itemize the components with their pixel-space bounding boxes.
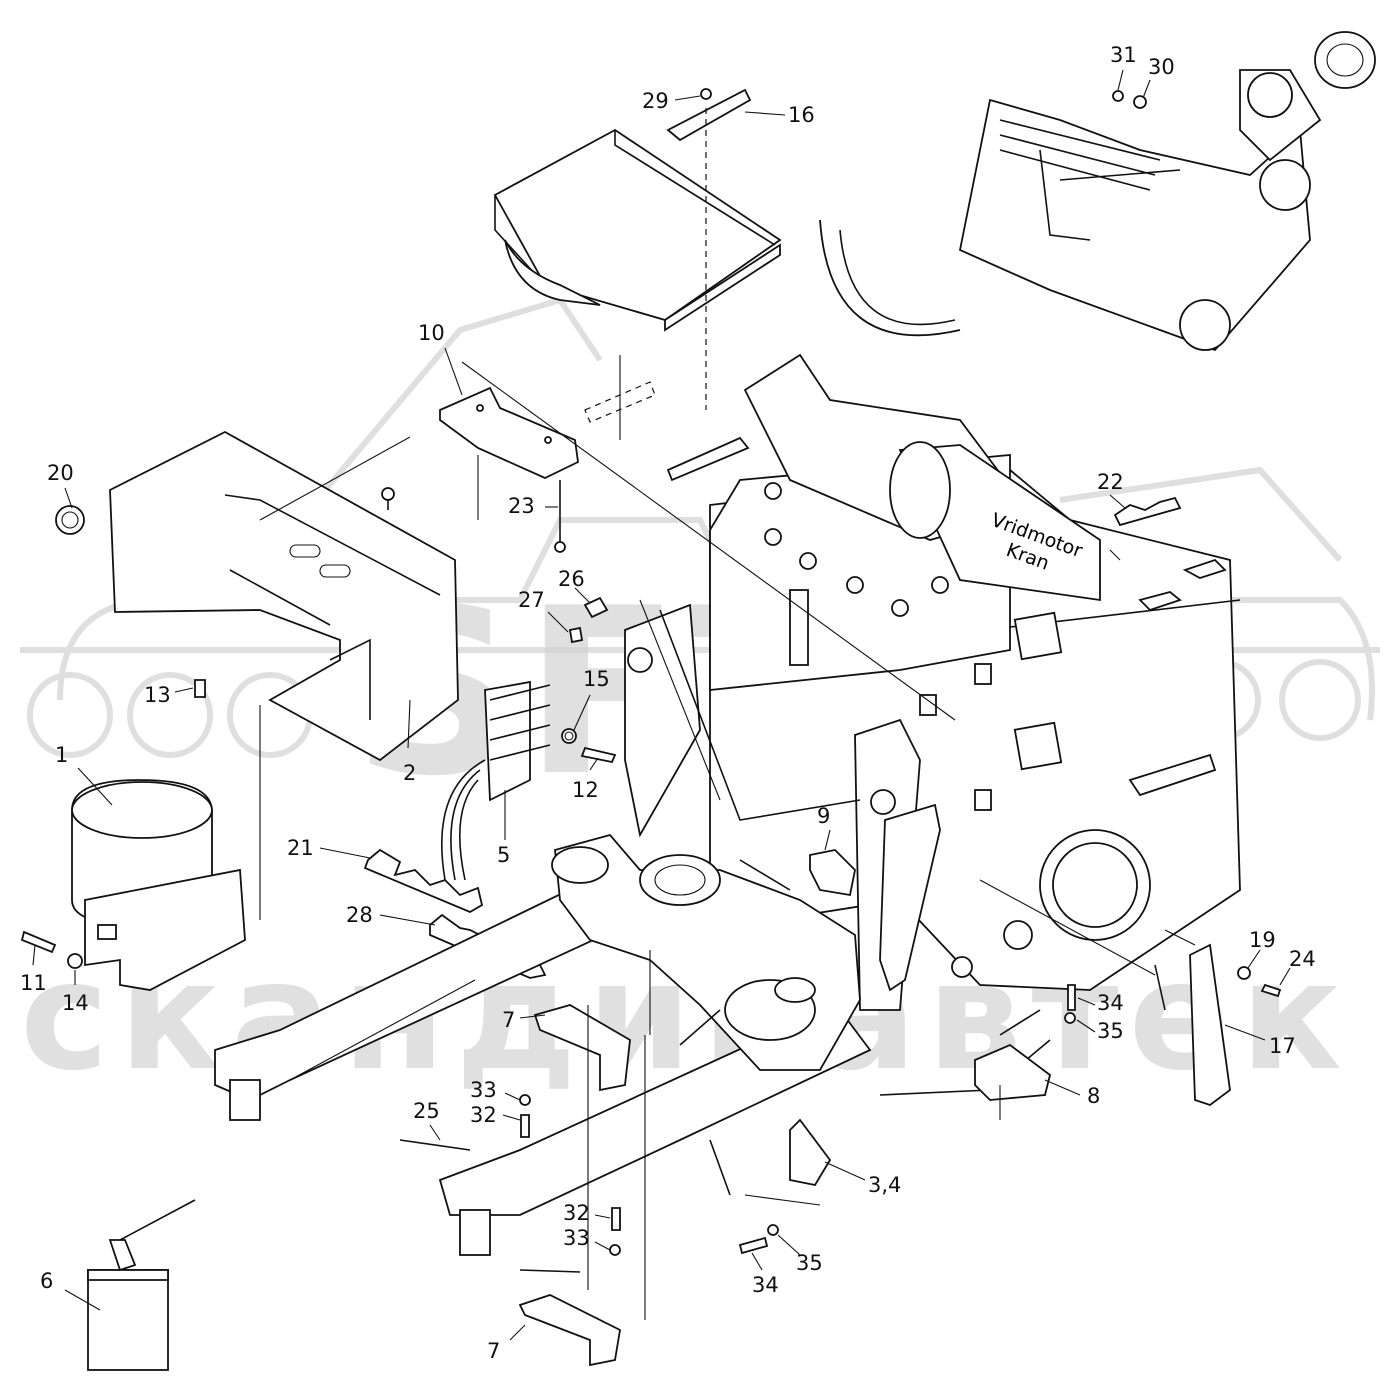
callout-11: 11 — [20, 971, 47, 995]
callout-19: 19 — [1249, 928, 1276, 952]
callout-33b: 33 — [470, 1078, 497, 1102]
callout-1: 1 — [55, 743, 68, 767]
callout-30: 30 — [1148, 55, 1175, 79]
part-17-bar — [1189, 943, 1231, 1107]
callout-24: 24 — [1289, 947, 1316, 971]
callout-35a: 35 — [1097, 1019, 1124, 1043]
callout-7b: 7 — [487, 1339, 500, 1363]
callout-7a: 7 — [502, 1008, 515, 1032]
lower-arm — [214, 803, 941, 1256]
callout-16: 16 — [788, 103, 815, 127]
assembly-lines — [259, 361, 1196, 1320]
part-1-pump — [71, 779, 246, 991]
callout-13: 13 — [144, 683, 171, 707]
inset-detail — [958, 31, 1376, 352]
callout-29: 29 — [642, 89, 669, 113]
callout-27: 27 — [518, 588, 545, 612]
part-10-bracket — [439, 355, 750, 520]
callout-34b: 34 — [752, 1273, 779, 1297]
part-22-clip — [1113, 496, 1227, 612]
callout-6: 6 — [40, 1269, 53, 1293]
callout-32a: 32 — [563, 1201, 590, 1225]
callout-12: 12 — [572, 778, 599, 802]
callout-22: 22 — [1097, 470, 1124, 494]
callout-35b: 35 — [796, 1251, 823, 1275]
callout-34a: 34 — [1097, 991, 1124, 1015]
part-6-grease-gun — [87, 1199, 196, 1371]
cab-box — [493, 128, 782, 332]
part-16-plate — [666, 88, 752, 410]
callout-21: 21 — [287, 836, 314, 860]
slew-motor: Vridmotor Kran — [709, 219, 1101, 691]
fasteners — [20, 480, 1282, 1273]
callout-5: 5 — [497, 843, 510, 867]
callout-14: 14 — [62, 991, 89, 1015]
part-3-4-guard — [789, 1118, 832, 1187]
callout-9: 9 — [817, 804, 830, 828]
callout-10: 10 — [418, 321, 445, 345]
part-21-clip — [363, 848, 484, 914]
callout-8: 8 — [1087, 1084, 1100, 1108]
callout-15: 15 — [583, 667, 610, 691]
part-5-distributor — [441, 680, 551, 881]
callout-3-4: 3,4 — [868, 1173, 901, 1197]
callout-28: 28 — [346, 903, 373, 927]
part-8-guard — [974, 1043, 1052, 1101]
callout-33a: 33 — [563, 1226, 590, 1250]
callout-20: 20 — [47, 461, 74, 485]
leader-lines — [32, 69, 1291, 1341]
part-7-bracket-top — [533, 1004, 631, 1092]
callout-17: 17 — [1269, 1034, 1296, 1058]
callouts: 1 2 3,4 5 6 7 7 8 9 10 11 12 13 14 15 16… — [20, 43, 1316, 1363]
part-7-bracket-bottom — [518, 1294, 621, 1367]
callout-2: 2 — [403, 761, 416, 785]
callout-32b: 32 — [470, 1103, 497, 1127]
callout-31: 31 — [1110, 43, 1137, 67]
callout-25: 25 — [413, 1099, 440, 1123]
part-9-guard — [809, 849, 856, 897]
callout-23: 23 — [508, 494, 535, 518]
callout-26: 26 — [558, 567, 585, 591]
part-2-cover — [109, 430, 459, 762]
